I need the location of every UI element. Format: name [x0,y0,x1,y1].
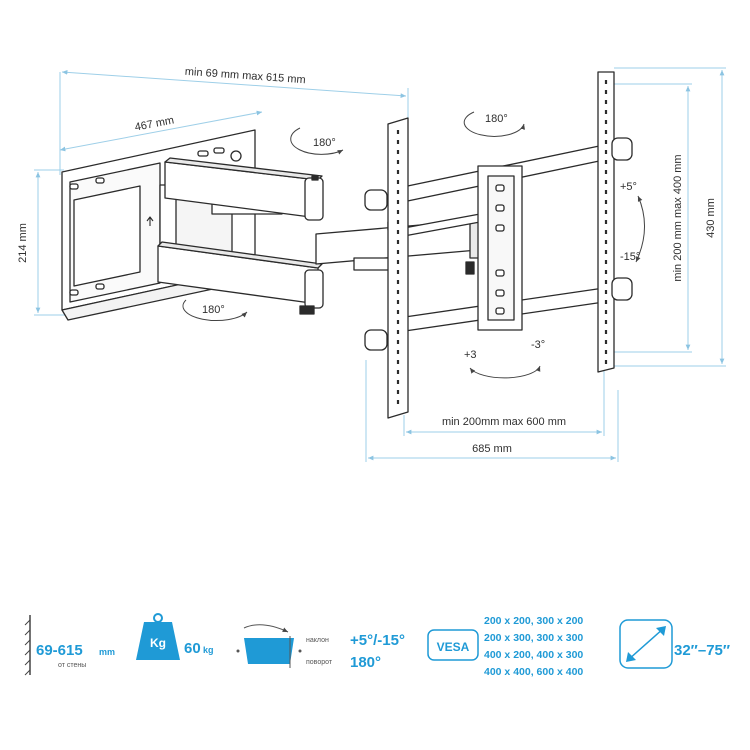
screen-size-value: 32″–75″ [674,642,730,659]
lower-arm [157,241,324,315]
weight-spec: Kg 60 kg [136,613,214,660]
level-minus-angle: -3° [531,339,545,351]
screen-tilt-icon [236,624,302,668]
head-plate [477,165,523,331]
total-height-label: 430 mm [705,198,717,238]
tilt-label: наклон [306,637,329,644]
head-swivel-angle: 180° [485,113,508,125]
spec-bar: 69-615 mm от стены Kg 60 kg наклон [24,613,730,678]
tilt-value: +5°/-15° [350,632,405,649]
vesa-line: 200 x 200, 300 x 200 [484,615,583,627]
vesa-vertical-label: min 200 mm max 400 mm [672,154,684,281]
wall-plate-height-label: 214 mm [17,223,29,263]
dimension-lines [34,67,726,462]
vesa-badge [427,629,479,661]
tilt-swivel-spec: наклон +5°/-15° поворот 180° [236,624,405,671]
tilt-up-angle: +5° [620,181,637,193]
swivel-value: 180° [350,654,381,671]
depth-dimension-label: min 69 mm max 615 mm [184,66,306,86]
screen-size-spec: 32″–75″ [619,619,730,669]
vesa-label: VESA [437,640,470,654]
wall-distance-spec: 69-615 mm от стены [24,615,115,676]
wall-distance-caption: от стены [58,662,86,669]
mount-drawing [61,71,633,419]
vesa-line: 400 x 400, 600 x 400 [484,666,583,678]
left-vertical-bracket [364,117,409,419]
rotation-arrows [182,111,646,379]
wall-plate-width-label: 467 mm [134,114,175,133]
vesa-line: 200 x 300, 300 x 300 [484,632,583,644]
weight-icon-label: Kg [150,636,166,650]
level-plus-angle: +3 [464,349,477,361]
wall-distance-value: 69-615 [36,642,83,659]
right-vertical-bracket [597,71,633,373]
tilt-down-angle: -15° [620,251,640,263]
swivel-label: поворот [306,659,333,666]
upper-arm [164,157,324,221]
weight-value: 60 [184,640,201,657]
weight-icon: Kg [136,613,180,660]
top-arm-swivel-angle: 180° [313,137,336,149]
weight-unit: kg [203,645,214,655]
bottom-arm-swivel-angle: 180° [202,304,225,316]
total-width-label: 685 mm [472,443,512,455]
wall-distance-unit: mm [99,647,115,657]
vesa-horizontal-label: min 200mm max 600 mm [442,416,566,428]
screen-size-icon [619,619,673,669]
vesa-line: 400 x 200, 400 x 300 [484,649,583,661]
vesa-spec: VESA 200 x 200, 300 x 200 200 x 300, 300… [427,615,583,678]
